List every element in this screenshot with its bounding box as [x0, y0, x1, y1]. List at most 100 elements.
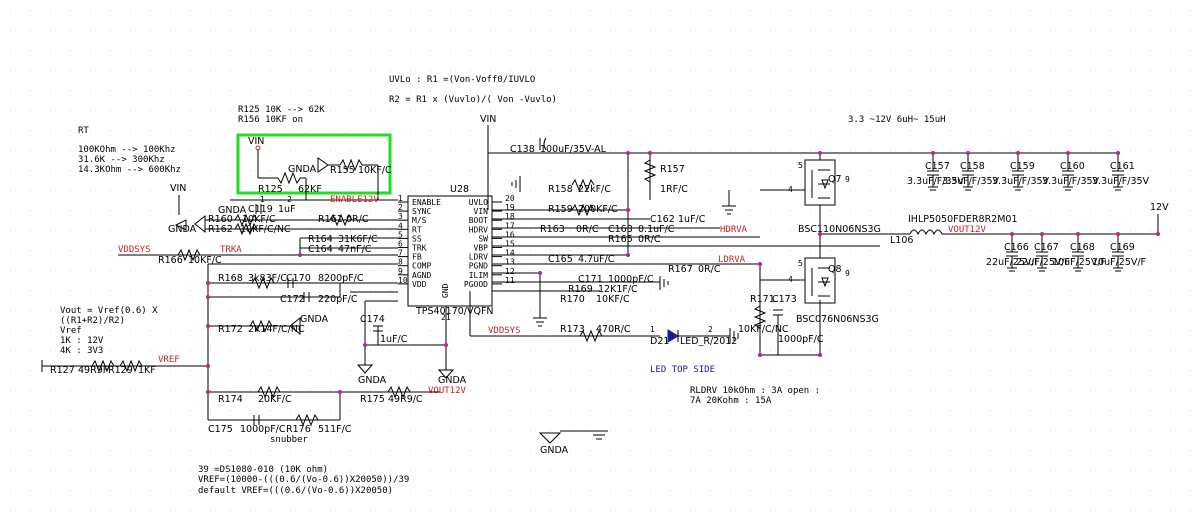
resistor-r174[interactable]	[257, 385, 281, 399]
label-r171: R171	[750, 294, 775, 305]
label-c169: C169	[1110, 242, 1135, 253]
part-q8: BSC076N06NS3G	[796, 314, 879, 325]
net-gnda-ic: GNDA	[438, 375, 467, 386]
value-c164: 47nF/C	[338, 244, 372, 255]
note-vout-4: 1K : 12V	[60, 336, 104, 346]
gnda-symbol-ic	[437, 369, 455, 379]
label-c173: C173	[772, 294, 797, 305]
gnd-symbol-r4	[659, 276, 669, 290]
resistor-r168[interactable]	[251, 276, 275, 290]
value-r167: 0R/C	[698, 264, 721, 275]
ic-pin-name-sw: SW	[478, 234, 488, 243]
resistor-r176[interactable]	[295, 413, 319, 427]
resistor-r158[interactable]	[571, 178, 595, 192]
resistor-r157[interactable]	[643, 159, 657, 183]
label-r160: R160	[208, 214, 233, 225]
value-r165: 0R/C	[638, 234, 661, 245]
ic-pin-num-18: 18	[505, 212, 515, 221]
label-c167: C167	[1034, 242, 1059, 253]
net-gnda-l1: GNDA	[218, 205, 247, 216]
q8-pin-five: 5	[798, 259, 803, 268]
label-r162: R162	[208, 224, 233, 235]
ic-pin-num-13: 13	[505, 258, 515, 267]
value-r155: 10KF/C	[358, 165, 392, 176]
note-vout-1: Vout = Vref(0.6) X	[60, 306, 158, 316]
highlight-box[interactable]	[236, 133, 392, 195]
resistor-r129[interactable]	[119, 359, 143, 373]
ic-pin-num-17: 17	[505, 221, 515, 230]
value-c169: 10uF/25V/F	[1092, 257, 1146, 268]
ic-right-pins: 20UVLO19VIN18BOOT17HDRV16SW15VBP14LDRV13…	[464, 194, 515, 289]
resistor-r171[interactable]	[753, 305, 767, 329]
label-r163: R163	[540, 224, 565, 235]
resistor-r175[interactable]	[387, 385, 411, 399]
net-ldrva: LDRVA	[718, 255, 746, 265]
ic-u28-body[interactable]	[407, 195, 493, 307]
value-r170: 10KF/C	[596, 294, 630, 305]
resistor-r161[interactable]	[329, 213, 353, 227]
ic-pin-num-3: 3	[398, 212, 403, 221]
led-d21[interactable]	[667, 329, 679, 343]
note-bottom-2: VREF=(10000-(((0.6/(Vo-0.6))X20050))/39	[198, 475, 409, 485]
ic-pin-name-ldrv: LDRV	[469, 253, 488, 262]
ic-pin-name-vbp: VBP	[474, 244, 489, 253]
label-c162: C162	[650, 214, 675, 225]
resistor-r155[interactable]	[339, 158, 363, 172]
resistor-r160[interactable]	[234, 213, 258, 227]
q7-pin-nine: 9	[845, 175, 850, 184]
value-r157: 1RF/C	[660, 184, 688, 195]
label-r164: R164	[308, 234, 333, 245]
label-r169: R169	[568, 284, 593, 295]
note-rt-2: 31.6K --> 300Khz	[78, 155, 165, 165]
note-rt-title: RT	[78, 126, 89, 136]
value-c172: 220pF/C	[318, 294, 358, 305]
gnd-symbol-bottom	[560, 430, 608, 440]
value-c167: 22uF/25V/F	[1016, 257, 1070, 268]
value-c159: 3.3uF/F/35V	[992, 176, 1050, 187]
label-r173: R173	[560, 324, 585, 335]
svg-text:VIN: VIN	[248, 136, 264, 147]
resistor-r127[interactable]	[91, 359, 115, 373]
resistor-r162[interactable]	[234, 222, 258, 236]
value-d21: LED_R/2012	[680, 336, 737, 347]
resistor-r159[interactable]	[571, 203, 595, 217]
value-r129: 1KF	[138, 365, 156, 376]
value-r174: 20KF/C	[258, 394, 292, 405]
inductor-l106[interactable]	[909, 229, 943, 236]
resistor-r173[interactable]	[579, 329, 603, 343]
label-r170: R170	[560, 294, 585, 305]
resistor-r125[interactable]	[277, 171, 301, 185]
note-uvlo-1: UVLo : R1 =(Von-Voff0/IUVLO	[389, 75, 535, 85]
label-c166: C166	[1004, 242, 1029, 253]
value-c157: 3.3uF/F/35V	[907, 176, 965, 187]
value-c173: 1000pF/C	[778, 334, 824, 345]
net-enable12v: ENABLE12V	[330, 195, 379, 205]
label-c174: C174	[360, 314, 385, 325]
value-r176: 511F/C	[318, 424, 352, 435]
gnd-symbol-r1	[511, 176, 521, 192]
net-trka: TRKA	[220, 245, 242, 255]
value-c168: 10uF/25V/F	[1052, 257, 1106, 268]
ic-pin-num-16: 16	[505, 230, 515, 239]
label-r161: R161	[318, 214, 343, 225]
label-c164: C164	[308, 244, 333, 255]
ic-pin-num-6: 6	[398, 240, 403, 249]
resistor-r172[interactable]	[249, 319, 273, 333]
value-r127: 49R9F	[78, 365, 108, 376]
value-r161: 0R/C	[346, 214, 369, 225]
svg-text:VIN: VIN	[480, 114, 496, 125]
value-c166: 22uF/25V/F	[986, 257, 1040, 268]
note-led-top-side: LED TOP SIDE	[650, 365, 715, 375]
resistor-r166[interactable]	[177, 248, 201, 262]
note-range: 3.3 ~12V 6uH~ 15uH	[848, 115, 946, 125]
ic-part: TPS40170/VQFN	[415, 306, 494, 317]
note-rt-1: 100KOhm --> 100Khz	[78, 145, 176, 155]
label-c165: C165	[548, 254, 573, 265]
led-pin-one: 1	[650, 325, 655, 334]
note-rt-3: 14.3KOhm --> 600Khz	[78, 165, 181, 175]
gnda-symbol-c174	[356, 364, 374, 374]
value-r175: 49R9/C	[388, 394, 423, 405]
ic-pin-num-12: 12	[505, 267, 515, 276]
